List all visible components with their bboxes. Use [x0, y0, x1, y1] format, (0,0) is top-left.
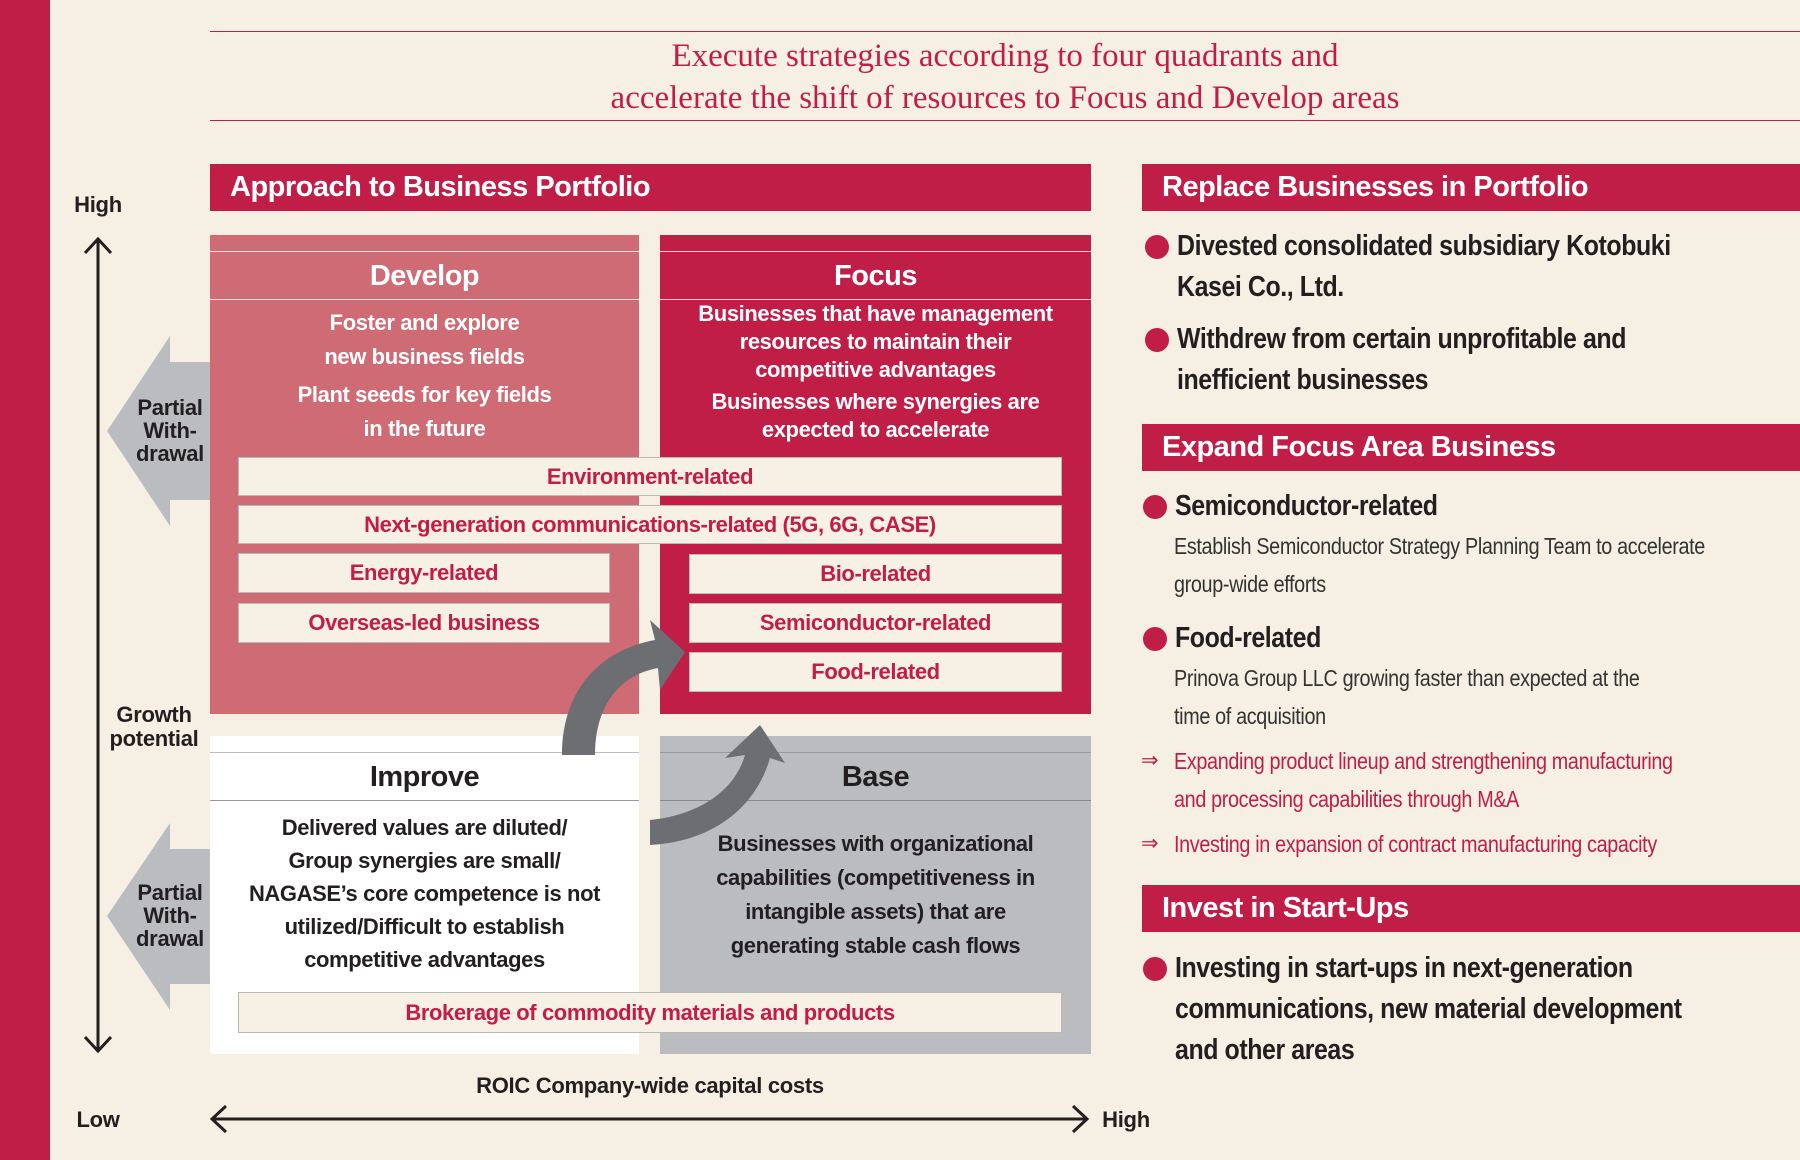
- bullet-description: Establish Semiconductor Strategy Plannin…: [1174, 533, 1705, 597]
- bullet-item: Semiconductor-related: [1143, 486, 1790, 527]
- arrow-item: ⇒ Investing in expansion of contract man…: [1141, 825, 1790, 863]
- vertical-axis-arrow: [83, 236, 113, 1054]
- quadrant-title: Develop: [210, 252, 639, 300]
- quadrant-text: NAGASE’s core competence is not: [248, 881, 601, 906]
- curved-arrow-base-to-focus: [650, 725, 785, 845]
- pill-brokerage: Brokerage of commodity materials and pro…: [238, 992, 1062, 1033]
- partial-withdrawal-arrow-upper: [107, 336, 210, 526]
- expand-header: Expand Focus Area Business: [1142, 424, 1800, 471]
- page-title: Execute strategies according to four qua…: [210, 35, 1800, 119]
- quadrant-text: competitive advantages: [304, 947, 545, 972]
- quadrant-text: generating stable cash flows: [730, 933, 1021, 958]
- quadrant-text: in the future: [363, 416, 486, 441]
- bullet-item: Food-related: [1143, 618, 1790, 659]
- quadrant-title: Improve: [210, 753, 639, 801]
- quadrant-text: Businesses where synergies are: [711, 389, 1040, 414]
- quadrant-text: capabilities (competitiveness in: [716, 865, 1035, 890]
- double-arrow-icon: ⇒: [1141, 832, 1159, 855]
- title-line: Execute strategies according to four qua…: [671, 38, 1339, 74]
- y-axis-high-label: High: [74, 192, 122, 217]
- quadrant-text: intangible assets) that are: [745, 899, 1006, 924]
- quadrant-text: new business fields: [324, 344, 525, 369]
- bullet-icon: [1145, 235, 1169, 259]
- pill-overseas: Overseas-led business: [238, 603, 610, 643]
- quadrant-text: Businesses that have management: [698, 301, 1053, 326]
- x-axis-high-label: High: [1102, 1107, 1150, 1132]
- pill-food: Food-related: [689, 652, 1062, 692]
- divider: [210, 31, 1800, 32]
- pill-environment: Environment-related: [238, 457, 1062, 496]
- quadrant-text: Group synergies are small/: [288, 848, 561, 873]
- bullet-icon: [1143, 957, 1167, 981]
- bullet-icon: [1143, 495, 1167, 519]
- partial-withdrawal-arrow-lower: [107, 823, 210, 1010]
- portfolio-header: Approach to Business Portfolio: [210, 164, 1091, 211]
- pill-semiconductor: Semiconductor-related: [689, 603, 1062, 643]
- pill-bio: Bio-related: [689, 554, 1062, 594]
- y-axis-low-label: Low: [76, 1107, 120, 1132]
- bullet-description: Prinova Group LLC growing faster than ex…: [1174, 665, 1640, 729]
- quadrant-title: Focus: [660, 252, 1091, 300]
- bullet-icon: [1143, 627, 1167, 651]
- replace-header: Replace Businesses in Portfolio: [1142, 164, 1800, 211]
- arrow-item: ⇒ Expanding product lineup and strengthe…: [1141, 742, 1790, 818]
- curved-arrow-improve-to-focus: [562, 620, 685, 755]
- quadrant-text: competitive advantages: [755, 357, 996, 382]
- bullet-item: Investing in start-ups in next-generatio…: [1143, 948, 1790, 1071]
- quadrant-text: resources to maintain their: [739, 329, 1012, 354]
- title-line: accelerate the shift of resources to Foc…: [610, 80, 1400, 116]
- quadrant-text: utilized/Difficult to establish: [284, 914, 565, 939]
- x-axis-label: ROIC Company-wide capital costs: [476, 1073, 824, 1098]
- bullet-item: Divested consolidated subsidiary Kotobuk…: [1145, 226, 1790, 308]
- pill-nextgen: Next-generation communications-related (…: [238, 505, 1062, 544]
- invest-header: Invest in Start-Ups: [1142, 885, 1800, 932]
- bullet-icon: [1145, 328, 1169, 352]
- horizontal-axis-arrow: [209, 1104, 1090, 1134]
- left-accent-bar: [0, 0, 50, 1160]
- double-arrow-icon: ⇒: [1141, 749, 1159, 772]
- divider: [210, 120, 1800, 121]
- quadrant-text: expected to accelerate: [761, 417, 990, 442]
- quadrant-text: Plant seeds for key fields: [297, 382, 552, 407]
- quadrant-title: Base: [660, 753, 1091, 801]
- quadrant-text: Businesses with organizational: [717, 831, 1034, 856]
- quadrant-text: Delivered values are diluted/: [281, 815, 568, 840]
- quadrant-text: Foster and explore: [329, 310, 520, 335]
- pill-energy: Energy-related: [238, 553, 610, 593]
